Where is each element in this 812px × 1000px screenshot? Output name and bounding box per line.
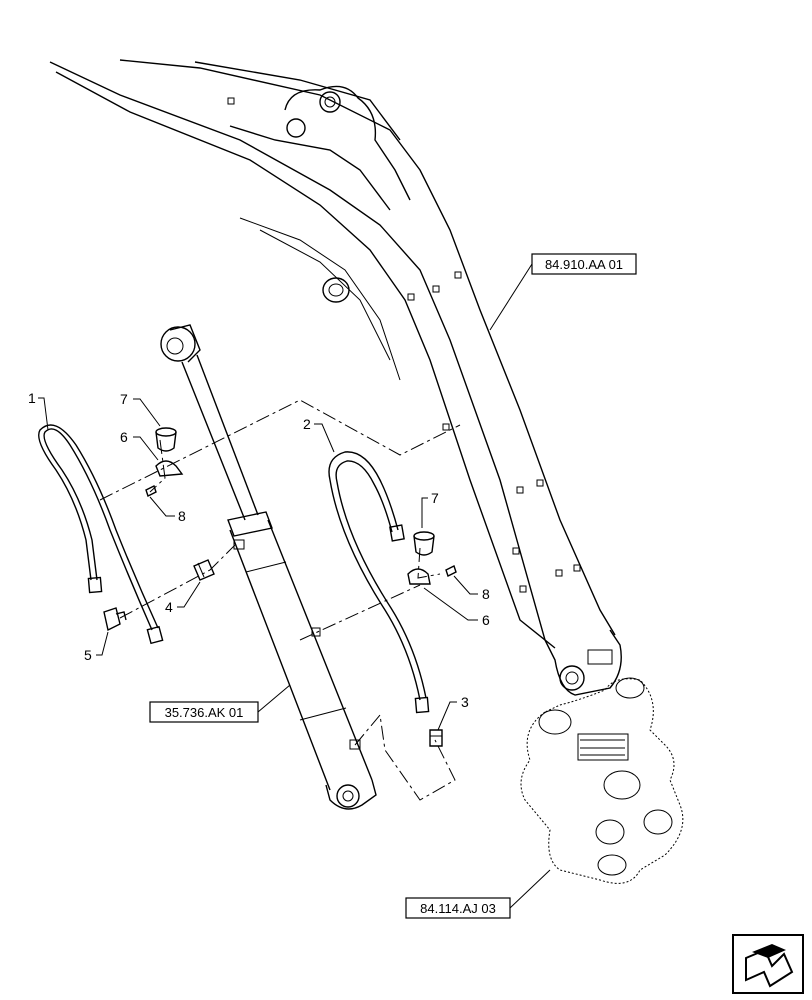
swing-bracket: [520, 677, 684, 884]
callout-2: 2: [303, 416, 311, 432]
bolt-8a: [145, 485, 157, 497]
boom: [49, 59, 622, 696]
assembly-lines: [99, 399, 461, 801]
callout-1: 1: [28, 390, 36, 406]
callout-7a: 7: [120, 391, 128, 407]
hose-1: [38, 424, 164, 645]
ref-box-boom[interactable]: 84.910.AA 01: [531, 253, 637, 275]
ref-box-cylinder[interactable]: 35.736.AK 01: [149, 701, 259, 723]
ref-label-swing-bracket: 84.114.AJ 03: [420, 901, 496, 916]
elbow-fitting-5: [103, 607, 127, 632]
callout-6a: 6: [120, 429, 128, 445]
hose-2: [328, 451, 430, 714]
callout-6b: 6: [482, 612, 490, 628]
callout-8b: 8: [482, 586, 490, 602]
callout-3: 3: [461, 694, 469, 710]
leader-lines: [38, 263, 551, 909]
clamp-6b: [407, 568, 431, 585]
adapter-fitting-3: [429, 729, 443, 747]
callout-4: 4: [165, 599, 173, 615]
callout-7b: 7: [431, 490, 439, 506]
ref-label-boom: 84.910.AA 01: [545, 257, 623, 272]
clamp-6a: [155, 460, 184, 477]
ref-label-cylinder: 35.736.AK 01: [165, 705, 244, 720]
bushing-7b: [413, 531, 435, 556]
ref-box-swing-bracket[interactable]: 84.114.AJ 03: [405, 897, 511, 919]
bolt-8b: [445, 565, 457, 577]
callout-5: 5: [84, 647, 92, 663]
bushing-7a: [155, 427, 177, 452]
callout-8a: 8: [178, 508, 186, 524]
adapter-fitting-4: [193, 559, 215, 581]
hydraulic-cylinder: [160, 324, 377, 810]
next-page-arrow-icon[interactable]: [732, 934, 804, 994]
